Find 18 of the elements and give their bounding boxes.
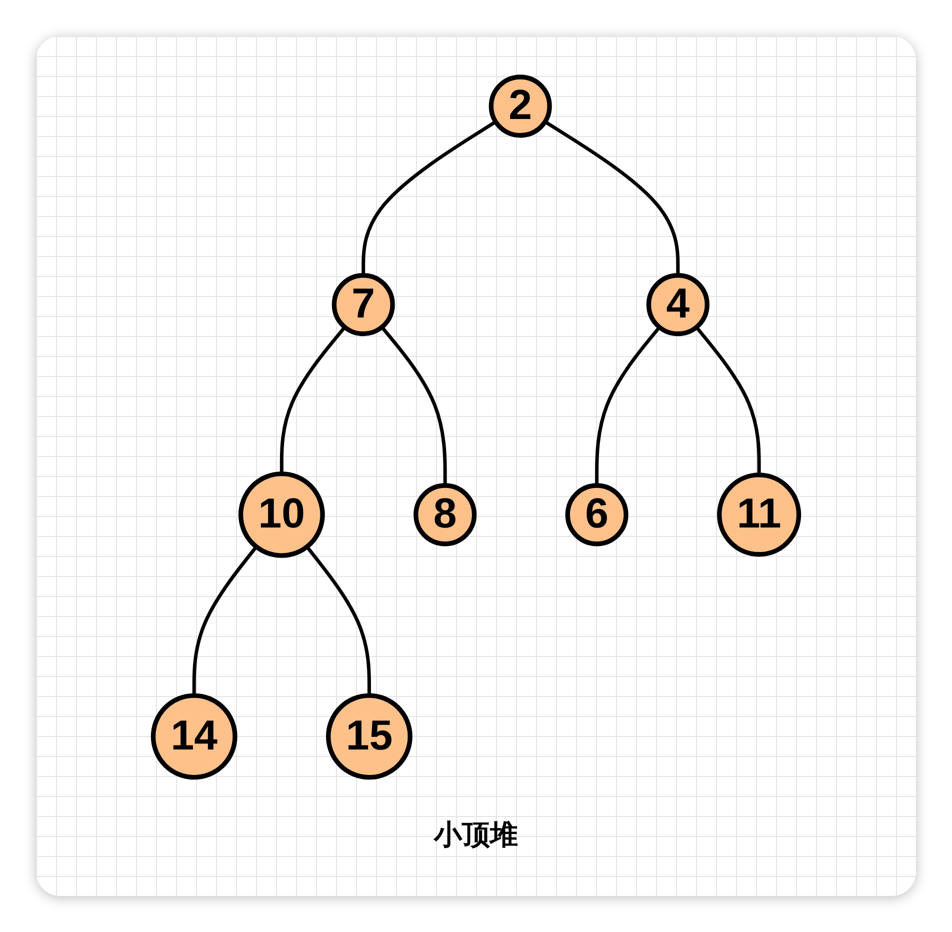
caption: 小顶堆	[432, 817, 519, 853]
tree-edge	[595, 326, 661, 486]
number-circle: 15	[326, 693, 412, 780]
tree-edge	[362, 120, 497, 276]
tree-edge	[192, 546, 258, 696]
tree-edge	[380, 326, 447, 486]
number-circle: 14	[150, 693, 238, 780]
number-circle: 10	[238, 471, 325, 558]
tree-edge	[280, 326, 346, 474]
number-circle: 4	[646, 273, 710, 336]
number-circle: 2	[488, 74, 552, 138]
tree-edge	[544, 120, 680, 276]
number-circle: 8	[414, 483, 477, 546]
tree-edge	[306, 546, 371, 696]
tree-edge	[695, 326, 761, 475]
number-circle: 11	[717, 472, 802, 557]
number-circle: 6	[565, 483, 628, 546]
number-circle: 7	[332, 273, 395, 336]
